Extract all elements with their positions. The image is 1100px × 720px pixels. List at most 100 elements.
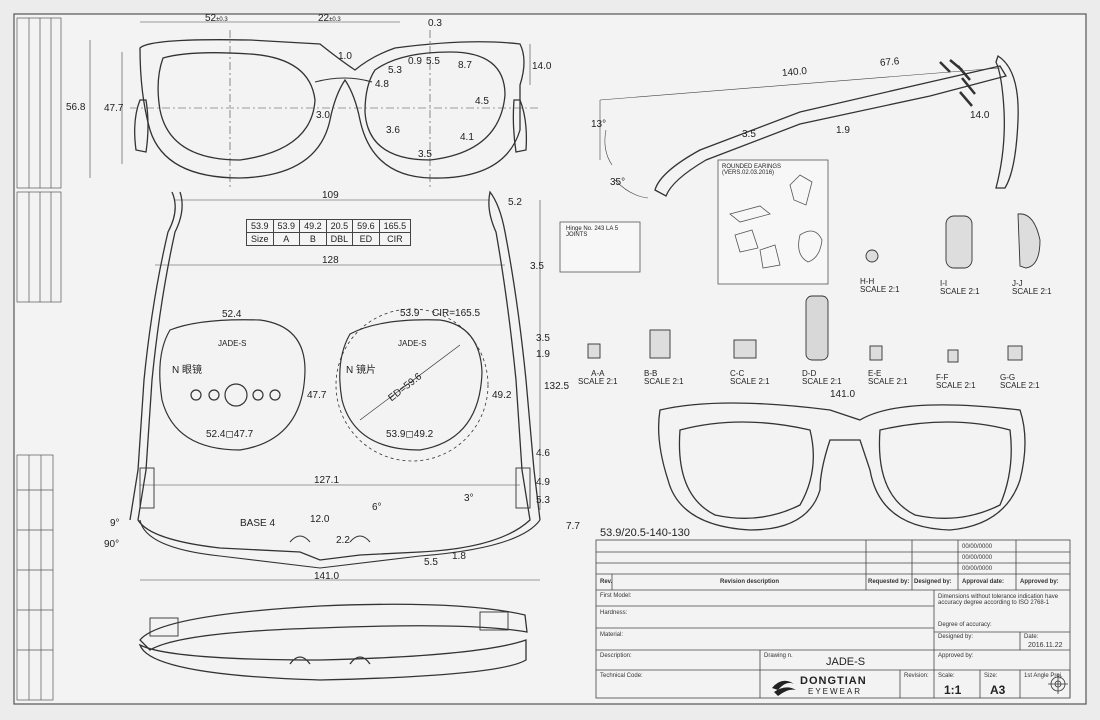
section-a (587, 343, 601, 359)
dim-52: 52±0.3 (205, 13, 228, 24)
lens-size: 53.9◻49.2 (386, 429, 434, 440)
left-tolerance-table (16, 17, 62, 701)
size-table-header: ED (352, 232, 380, 246)
tb-drawing-no: Drawing n. (764, 653, 793, 659)
dim-8.7: 8.7 (458, 60, 472, 71)
size-table-header: B (299, 232, 327, 246)
dim-14.0: 14.0 (532, 61, 552, 72)
angle-35: 35° (610, 177, 626, 188)
dim-1.9: 1.9 (836, 125, 850, 136)
tb-approved-by-2: Approved by: (938, 653, 974, 659)
demo-lens-size: 52.4◻47.7 (206, 429, 254, 440)
demo-lens-outline (159, 319, 306, 451)
size-table-value: 49.2 (299, 219, 327, 233)
tb-projection: 1st Angle Proj. (1024, 673, 1063, 679)
tb-rev: Rev. (600, 579, 613, 585)
dim-3.5: 3.5 (418, 149, 432, 160)
dim-4.5: 4.5 (475, 96, 489, 107)
lens-ed-line (359, 344, 461, 421)
earings-box (717, 159, 829, 285)
section-b (649, 329, 671, 359)
dim-109: 109 (322, 190, 339, 201)
tb-approval-date: Approval date: (962, 579, 1005, 585)
top-view-dimension-lines (140, 199, 541, 581)
tb-hardness: Hardness: (600, 610, 628, 616)
angle-3: 3° (464, 493, 474, 504)
tb-scale: 1:1 (944, 683, 962, 697)
lens-height: 49.2 (492, 390, 512, 401)
lens-n: N 镜片 (346, 365, 376, 376)
dim-5.3: 5.3 (536, 495, 550, 506)
size-table-value: 20.5 (325, 219, 354, 233)
tb-revision: Revision: (904, 673, 929, 679)
hinge-note: Hinge No. 243 LA 5 JOINTS (566, 226, 619, 238)
dim-22: 22±0.3 (318, 13, 341, 24)
section-h (865, 249, 879, 263)
demo-lens-height: 47.7 (307, 390, 327, 401)
size-table-header: DBL (325, 232, 354, 246)
tb-first-model: First Model: (600, 593, 632, 599)
tb-size: A3 (990, 683, 1006, 697)
dim-14.0: 14.0 (970, 110, 990, 121)
tb-date-2: 00/00/0000 (962, 555, 993, 561)
dim-5.3: 5.3 (388, 65, 402, 76)
tb-technical-code: Technical Code: (600, 673, 643, 679)
projection-symbol (1048, 674, 1068, 694)
folded-view (138, 603, 528, 681)
demo-lens-hole-3 (224, 383, 248, 407)
company-sub: EYEWEAR (808, 687, 863, 696)
tb-approved-by: Approved by: (1020, 579, 1059, 585)
size-table-value: 59.6 (352, 219, 380, 233)
tb-size-label: Size: (984, 673, 998, 679)
lens-outline (339, 319, 483, 451)
section-e (869, 345, 883, 361)
dim-3.5: 3.5 (530, 261, 544, 272)
tb-date: 2016.11.22 (1028, 642, 1063, 649)
lens-label: JADE-S (398, 339, 427, 348)
model-label: 53.9/20.5-140-130 (600, 527, 690, 539)
top-view (129, 190, 541, 569)
perspective-dim: 141.0 (830, 389, 856, 400)
demo-lens-label: JADE-S (218, 339, 247, 348)
dim-3.6: 3.6 (386, 125, 400, 136)
tb-note: Dimensions without tolerance indication … (938, 594, 1059, 606)
size-table-header: A (272, 232, 301, 246)
dim-0.3: 0.3 (428, 18, 442, 29)
size-table-value: 165.5 (378, 219, 412, 233)
sheet-border (13, 13, 1087, 705)
dim-132.5: 132.5 (544, 381, 570, 392)
dim-47.7: 47.7 (104, 103, 124, 114)
earings-sketches (729, 174, 823, 269)
size-table: 53.9 53.9 49.2 20.5 59.6 165.5 Size A B … (246, 219, 412, 246)
section-d (805, 295, 829, 361)
size-table-value: 53.9 (246, 219, 274, 233)
tb-description: Description: (600, 653, 632, 659)
dim-1.9: 1.9 (536, 349, 550, 360)
lens-ed-circle (335, 308, 489, 462)
angle-90: 90° (104, 539, 120, 550)
dim-5.5: 5.5 (424, 557, 438, 568)
size-table-header: Size (246, 232, 274, 246)
dim-4.1: 4.1 (460, 132, 474, 143)
dim-5.5: 5.5 (426, 56, 440, 67)
dim-1.8: 1.8 (452, 551, 466, 562)
tb-requested-by: Requested by: (868, 579, 910, 585)
dim-128: 128 (322, 255, 339, 266)
tb-date-1: 00/00/0000 (962, 544, 993, 550)
side-view-dimension-lines (599, 67, 1001, 199)
section-g (1007, 345, 1023, 361)
dim-4.6: 4.6 (536, 448, 550, 459)
demo-lens-hole-2 (208, 389, 220, 401)
dim-56.8: 56.8 (66, 102, 86, 113)
dim-141.0: 141.0 (314, 571, 340, 582)
tolerance: ±0.3 (329, 17, 341, 23)
tb-date-label: Date: (1024, 634, 1039, 640)
angle-9: 9° (110, 518, 120, 529)
